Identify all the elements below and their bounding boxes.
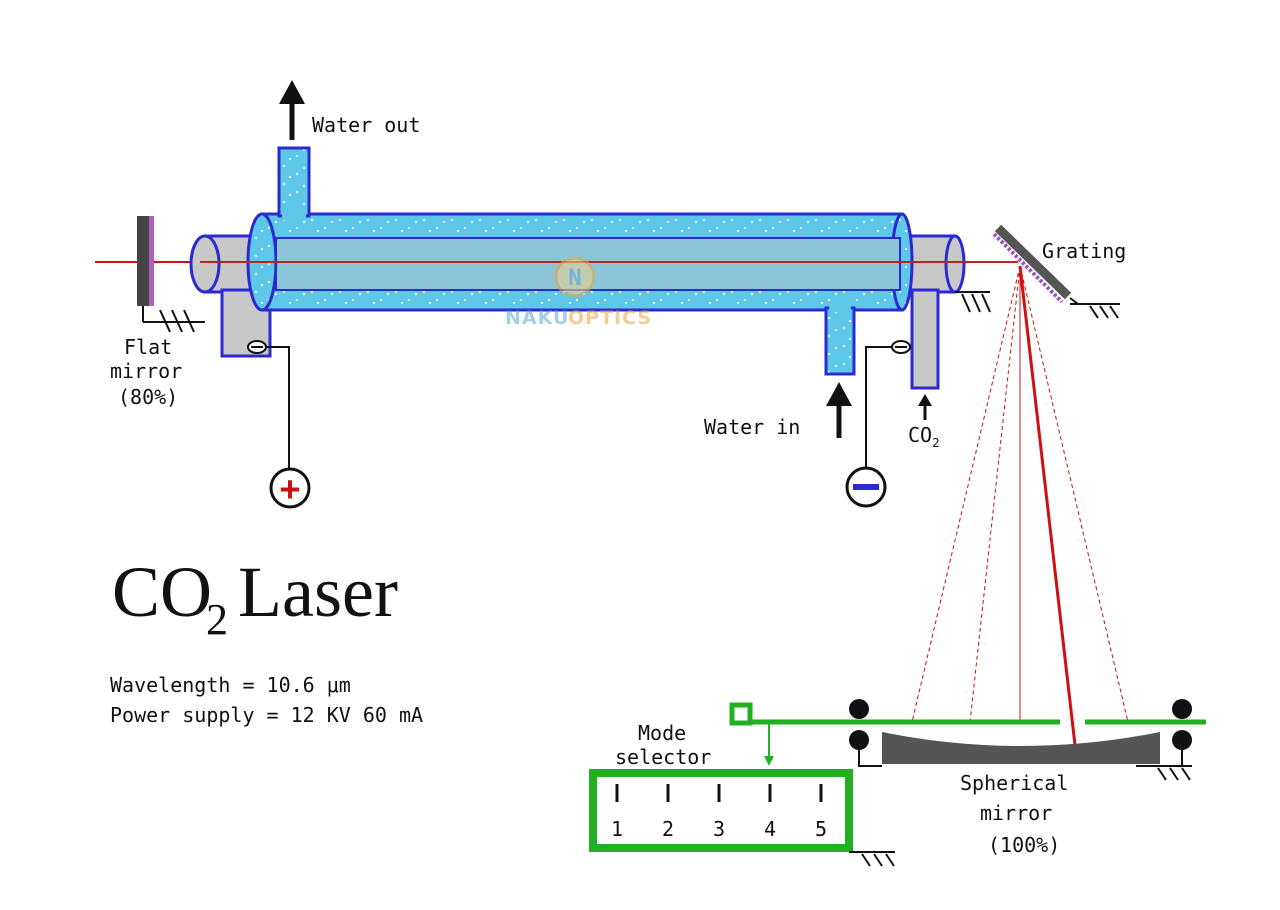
spherical-mirror-label-3: (100%) bbox=[988, 833, 1060, 857]
mode-selector-box: 1 2 3 4 5 bbox=[589, 769, 895, 867]
spherical-mirror-label-2: mirror bbox=[980, 801, 1052, 825]
mode-selector-label-1: Mode bbox=[638, 721, 686, 745]
flat-mirror-label-2: mirror bbox=[110, 359, 182, 383]
anode-connector bbox=[247, 340, 290, 472]
minus-sign bbox=[853, 484, 879, 490]
spherical-mirror bbox=[849, 699, 1192, 781]
flat-mirror-label-1: Flat bbox=[124, 335, 172, 359]
grating-label: Grating bbox=[1042, 239, 1126, 263]
diffracted-beams bbox=[911, 265, 1129, 746]
mode-position-1: 1 bbox=[611, 817, 623, 841]
grating bbox=[992, 224, 1120, 319]
watermark-letter: N bbox=[568, 266, 581, 291]
wavelength-spec: Wavelength = 10.6 μm bbox=[110, 673, 351, 697]
mode-selector-rail bbox=[729, 702, 1206, 766]
mode-position-5: 5 bbox=[815, 817, 827, 841]
watermark-logo: N NAKU OPTICS bbox=[505, 256, 652, 329]
spherical-mirror-label-1: Spherical bbox=[960, 771, 1068, 795]
water-in-arrow-icon bbox=[826, 382, 852, 438]
co2-inlet-arrow-icon bbox=[918, 394, 932, 420]
tube-ground-right bbox=[955, 291, 991, 313]
water-out-label: Water out bbox=[312, 113, 420, 137]
negative-terminal bbox=[845, 466, 887, 508]
water-out-arrow-icon bbox=[279, 80, 305, 140]
mode-selector-label-2: selector bbox=[615, 745, 711, 769]
mode-position-4: 4 bbox=[764, 817, 776, 841]
mode-position-2: 2 bbox=[662, 817, 674, 841]
watermark-text-a: NAKU bbox=[505, 307, 569, 329]
plus-sign: + bbox=[280, 469, 300, 509]
positive-terminal: + bbox=[269, 467, 311, 509]
cathode-connector bbox=[865, 340, 911, 468]
mode-position-3: 3 bbox=[713, 817, 725, 841]
watermark-text-b: OPTICS bbox=[568, 307, 652, 329]
flat-mirror bbox=[137, 216, 205, 333]
flat-mirror-label-3: (80%) bbox=[118, 385, 178, 409]
power-spec: Power supply = 12 KV 60 mA bbox=[110, 703, 423, 727]
co2-inlet-label: CO2 bbox=[908, 423, 940, 450]
water-in-label: Water in bbox=[704, 415, 800, 439]
